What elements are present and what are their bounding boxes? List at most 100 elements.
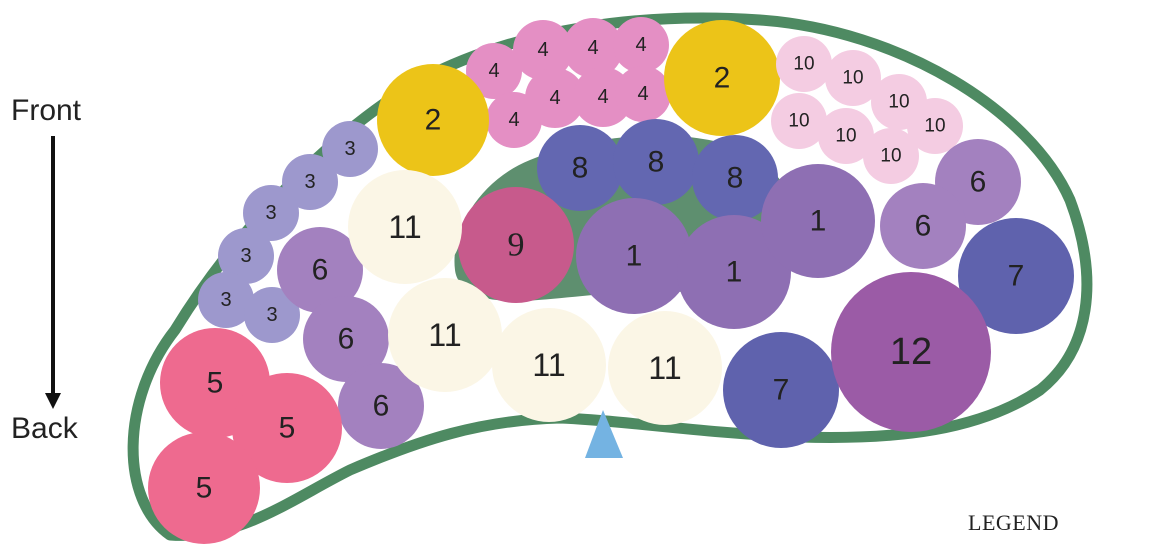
plant-group-3: 3: [244, 287, 300, 343]
plant-group-3: 3: [282, 154, 338, 210]
plant-group-10: 10: [825, 50, 881, 106]
plant-group-3: 3: [243, 185, 299, 241]
plant-number-label: 1: [810, 205, 827, 238]
plant-number-label: 8: [648, 146, 665, 179]
plant-number-label: 5: [196, 472, 213, 505]
plant-circle: [613, 17, 669, 73]
plant-number-label: 11: [388, 209, 421, 245]
plant-number-label: 1: [626, 240, 643, 273]
plant-circle: [277, 227, 363, 313]
plant-circle: [615, 66, 671, 122]
plant-number-label: 4: [587, 37, 598, 59]
plant-group-6: 6: [338, 363, 424, 449]
plant-group-12: 12: [831, 272, 991, 432]
plant-group-7: 7: [723, 332, 839, 448]
plant-number-label: 6: [338, 323, 355, 356]
plant-group-6: 6: [303, 296, 389, 382]
plant-circle: [537, 125, 623, 211]
plant-group-11: 11: [492, 308, 606, 422]
plant-number-label: 1: [726, 256, 743, 289]
plant-circle: [776, 36, 832, 92]
plant-group-1: 1: [761, 164, 875, 278]
plant-number-label: 12: [890, 331, 932, 373]
plant-number-label: 6: [373, 390, 390, 423]
plant-number-label: 8: [572, 152, 589, 185]
plant-group-4: 4: [613, 17, 669, 73]
plant-circle: [880, 183, 966, 269]
plant-number-label: 10: [788, 111, 809, 132]
plant-number-label: 10: [793, 54, 814, 75]
plant-circle: [525, 68, 585, 128]
plant-group-8: 8: [613, 119, 699, 205]
plant-group-2: 2: [664, 20, 780, 136]
plant-circle: [563, 18, 623, 78]
plant-group-3: 3: [218, 228, 274, 284]
plant-group-8: 8: [692, 135, 778, 221]
plant-circle: [338, 363, 424, 449]
plant-group-2: 2: [377, 64, 489, 176]
plant-number-label: 3: [266, 304, 277, 326]
plant-circle: [348, 170, 462, 284]
plant-group-1: 1: [677, 215, 791, 329]
plant-circle: [863, 128, 919, 184]
plant-group-4: 4: [513, 20, 573, 80]
plant-circle: [244, 287, 300, 343]
plant-group-10: 10: [907, 98, 963, 154]
plant-circle: [466, 43, 522, 99]
legend-button[interactable]: LEGEND: [968, 510, 1059, 535]
plant-circle: [723, 332, 839, 448]
plant-group-10: 10: [776, 36, 832, 92]
plant-number-label: 4: [637, 83, 648, 105]
plant-group-9: 9: [458, 187, 574, 303]
plant-number-label: 6: [970, 166, 987, 199]
plant-circle: [613, 119, 699, 205]
plant-group-11: 11: [388, 278, 502, 392]
plant-group-5: 5: [148, 432, 260, 544]
plant-group-3: 3: [322, 121, 378, 177]
plant-number-label: 3: [220, 289, 231, 311]
plant-number-label: 4: [537, 39, 548, 61]
plant-circle: [677, 215, 791, 329]
plant-number-label: 6: [312, 254, 329, 287]
plant-circle: [282, 154, 338, 210]
plant-number-label: 11: [428, 317, 461, 353]
plant-circle: [771, 93, 827, 149]
plant-group-3: 3: [198, 272, 254, 328]
plant-circle: [664, 20, 780, 136]
plant-number-label: 4: [597, 86, 608, 108]
plant-number-label: 10: [888, 92, 909, 113]
plant-circle: [148, 432, 260, 544]
plant-number-label: 7: [1008, 260, 1025, 293]
plant-number-label: 10: [842, 68, 863, 89]
plant-circle: [608, 311, 722, 425]
plant-circle: [388, 278, 502, 392]
plant-group-7: 7: [958, 218, 1074, 334]
plant-number-label: 9: [508, 227, 525, 264]
plant-group-4: 4: [466, 43, 522, 99]
plant-circle: [218, 228, 274, 284]
plant-number-label: 2: [425, 104, 442, 137]
plant-group-10: 10: [771, 93, 827, 149]
orientation-indicator: Front Back: [0, 0, 110, 546]
viewpoint-marker-icon: [585, 410, 623, 458]
plant-circle: [761, 164, 875, 278]
plant-circle: [958, 218, 1074, 334]
plant-circle: [458, 187, 574, 303]
plant-number-label: 10: [835, 126, 856, 147]
plant-number-label: 10: [924, 116, 945, 137]
plant-number-label: 11: [648, 350, 681, 386]
back-label: Back: [11, 412, 78, 445]
front-to-back-arrow: [51, 136, 55, 398]
plant-circle: [692, 135, 778, 221]
plant-circle: [513, 20, 573, 80]
plant-number-label: 6: [915, 210, 932, 243]
plant-group-4: 4: [615, 66, 671, 122]
plant-number-label: 3: [344, 138, 355, 160]
plant-number-label: 3: [304, 171, 315, 193]
plant-circle: [377, 64, 489, 176]
plant-group-11: 11: [348, 170, 462, 284]
plant-circle: [232, 373, 342, 483]
plant-circle: [303, 296, 389, 382]
plant-number-label: 3: [265, 202, 276, 224]
